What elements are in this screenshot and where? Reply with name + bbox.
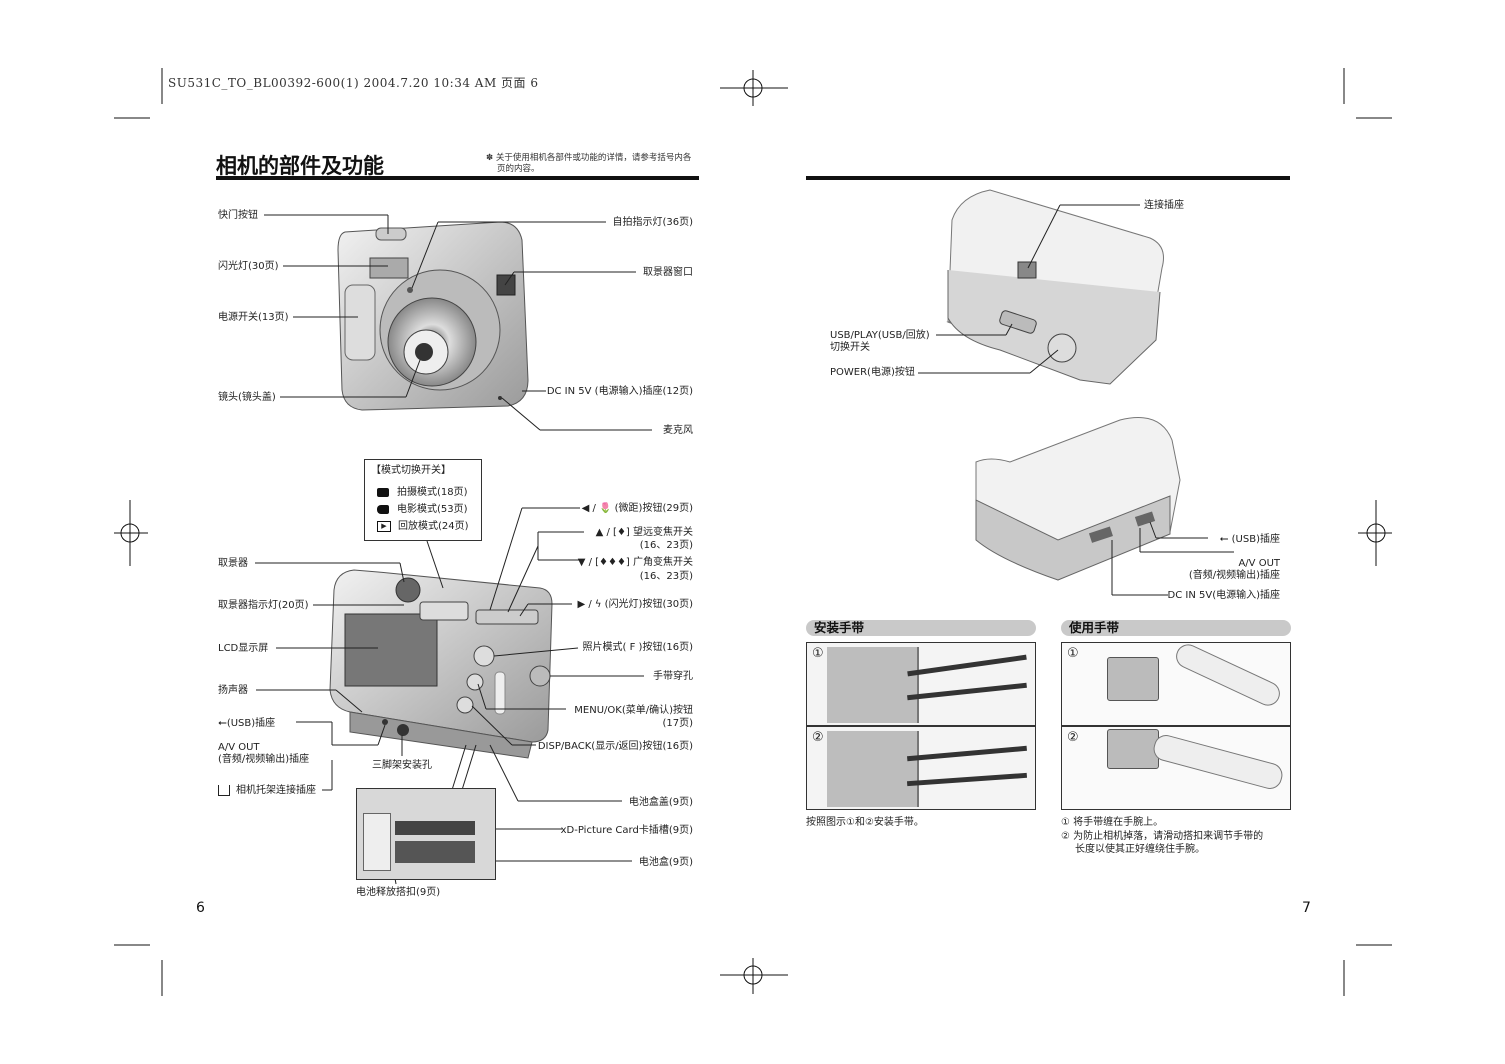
label-menu-ok-page: (17页)	[662, 718, 693, 729]
title-note-line1: ✽ 关于使用相机各部件或功能的详情，请参考括号内各	[486, 153, 692, 163]
label-strap-eyelet: 手带穿孔	[653, 671, 693, 682]
label-disp-back: DISP/BACK(显示/返回)按钮(16页)	[537, 741, 693, 752]
mode-item-playback: ▶回放模式(24页)	[377, 520, 469, 533]
label-power-button: POWER(电源)按钮	[830, 367, 915, 378]
label-dc-in: DC IN 5V (电源输入)插座(12页)	[546, 386, 693, 397]
label-cradle-usb: ⭠ (USB)插座	[1219, 532, 1280, 545]
label-battery-cover: 电池盒盖(9页)	[628, 797, 693, 808]
use-strap-caption-2b: 长度以使其正好缠绕住手腕。	[1075, 844, 1205, 855]
label-viewfinder-window: 取景器窗口	[643, 267, 693, 278]
label-wide-zoom-page: (16、23页)	[639, 571, 693, 582]
label-cradle-av-out-sub: (音频/视频输出)插座	[1188, 570, 1280, 581]
title-note-line2: 页的内容。	[497, 164, 540, 174]
label-wide-zoom: ▼ / [♦♦♦] 广角变焦开关	[577, 557, 693, 568]
label-viewfinder-lamp: 取景器指示灯(20页)	[218, 600, 309, 611]
label-usb-play-switch: USB/PLAY(USB/回放)	[830, 330, 930, 341]
title-note: ✽ 关于使用相机各部件或功能的详情，请参考括号内各 页的内容。	[486, 153, 691, 175]
mode-item-movie: 电影模式(53页)	[377, 503, 468, 516]
label-flash-button: ▶ / ϟ (闪光灯)按钮(30页)	[577, 599, 693, 610]
label-cradle-dc-in: DC IN 5V(电源输入)插座	[1167, 590, 1280, 601]
label-microphone: 麦克风	[663, 425, 693, 436]
install-step2-image: ②	[806, 726, 1036, 810]
label-photo-mode-button: 照片模式( F )按钮(16页)	[582, 642, 693, 653]
section-install-strap: 安装手带	[806, 620, 1036, 636]
label-battery-compartment: 电池盒(9页)	[638, 857, 693, 868]
label-usb-play-switch-sub: 切换开关	[830, 342, 870, 353]
camera-icon	[377, 487, 389, 497]
section-use-strap: 使用手带	[1061, 620, 1291, 636]
install-step2-number: ②	[812, 730, 824, 745]
label-cradle-connector: 相机托架连接插座	[218, 784, 316, 797]
print-header: SU531C_TO_BL00392-600(1) 2004.7.20 10:34…	[168, 76, 539, 90]
mode-item-shoot: 拍摄模式(18页)	[377, 486, 468, 499]
label-lens: 镜头(镜头盖)	[218, 392, 276, 403]
label-tele-zoom-page: (16、23页)	[639, 540, 693, 551]
label-xd-slot: xD-Picture Card卡插槽(9页)	[560, 825, 693, 836]
label-shutter: 快门按钮	[218, 210, 258, 221]
install-strap-caption: 按照图示①和②安装手带。	[806, 817, 924, 828]
use-step2-image: ②	[1061, 726, 1291, 810]
page-number-left: 6	[196, 900, 205, 916]
page-number-right: 7	[1302, 900, 1311, 916]
label-tripod-mount: 三脚架安装孔	[372, 760, 432, 771]
label-cradle-connector-socket: 连接插座	[1144, 200, 1184, 211]
label-power-switch: 电源开关(13页)	[218, 312, 289, 323]
label-flash: 闪光灯(30页)	[218, 261, 279, 272]
use-step1-number: ①	[1067, 646, 1079, 661]
mode-switch-box: 【模式切换开关】 拍摄模式(18页) 电影模式(53页) ▶回放模式(24页)	[364, 459, 482, 541]
label-self-timer: 自拍指示灯(36页)	[612, 217, 693, 228]
battery-inset-image	[356, 788, 496, 880]
label-speaker: 扬声器	[218, 685, 248, 696]
label-tele-zoom: ▲ / [♦] 望远变焦开关	[595, 527, 693, 538]
label-menu-ok: MENU/OK(菜单/确认)按钮	[574, 705, 693, 716]
use-step2-number: ②	[1067, 730, 1079, 745]
movie-camera-icon	[377, 504, 389, 514]
label-lcd: LCD显示屏	[218, 643, 269, 654]
label-cradle-av-out: A/V OUT	[1238, 558, 1280, 569]
cradle-icon	[218, 784, 230, 796]
label-usb-socket: ⭠(USB)插座	[218, 716, 276, 729]
right-top-rule	[806, 176, 1290, 180]
page-title: 相机的部件及功能	[216, 154, 384, 178]
label-viewfinder: 取景器	[218, 558, 248, 569]
install-step1-image: ①	[806, 642, 1036, 726]
use-strap-caption-2a: ② 为防止相机掉落，请滑动搭扣来调节手带的	[1061, 831, 1264, 842]
playback-icon: ▶	[377, 520, 391, 532]
usb-icon: ⭠	[1219, 532, 1229, 545]
label-macro-button: ◀ / 🌷 (微距)按钮(29页)	[581, 503, 693, 514]
mode-box-title: 【模式切换开关】	[371, 465, 451, 476]
label-av-out: A/V OUT	[218, 742, 260, 753]
title-rule	[216, 176, 699, 180]
label-av-out-sub: (音频/视频输出)插座	[218, 754, 310, 765]
use-step1-image: ①	[1061, 640, 1291, 726]
usb-icon: ⭠	[218, 716, 227, 729]
install-step1-number: ①	[812, 646, 824, 661]
use-strap-caption-1: ① 将手带缠在手腕上。	[1061, 817, 1164, 828]
label-battery-latch: 电池释放搭扣(9页)	[356, 887, 441, 898]
